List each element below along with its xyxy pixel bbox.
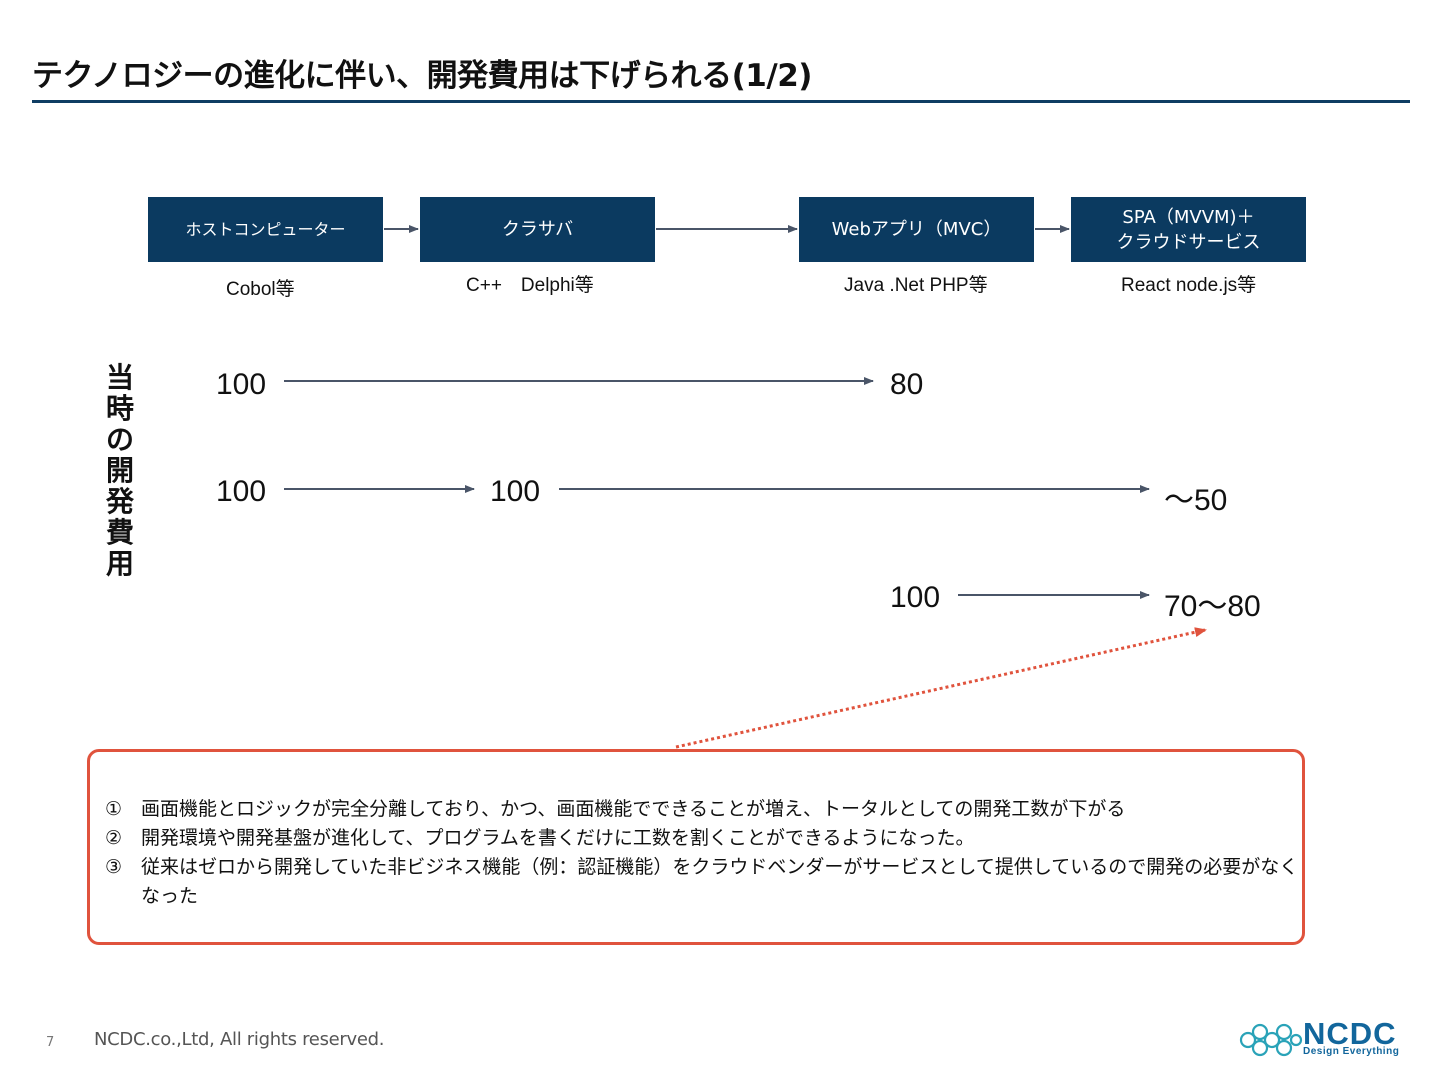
note-text: 画面機能とロジックが完全分離しており、かつ、画面機能でできることが増え、トータル… [141, 798, 1126, 820]
page-number: 7 [46, 1035, 55, 1050]
note-item: ② 開発環境や開発基盤が進化して、プログラムを書くだけに工数を割くことができるよ… [105, 824, 1305, 853]
stage-box-client-server: クラサバ [420, 197, 655, 262]
stage-label-client-server: クラサバ [501, 219, 574, 240]
row2-start-value: 100 [216, 475, 267, 508]
page-title: テクノロジーの進化に伴い、開発費用は下げられる(1/2) [32, 58, 812, 94]
stage-box-spa-cloud: SPA（MVVM)＋ クラウドサービス [1071, 197, 1306, 262]
note-item: ③ 従来はゼロから開発していた非ビジネス機能（例：認証機能）をクラウドベンダーが… [105, 853, 1305, 911]
stage-tech-spa-cloud: React node.js等 [1121, 275, 1257, 296]
stage-box-host: ホストコンピューター [148, 197, 383, 262]
note-item: ① 画面機能とロジックが完全分離しており、かつ、画面機能でできることが増え、トー… [105, 795, 1305, 824]
title-underline [32, 100, 1410, 103]
note-pointer-arrow [675, 627, 1207, 749]
stage-label-spa-line2: クラウドサービス [1116, 231, 1261, 253]
stage-box-web-app: Webアプリ（MVC） [799, 197, 1034, 262]
row1-end-value: 80 [890, 368, 924, 401]
row3-start-value: 100 [890, 581, 941, 614]
ncdc-logo-icon [1239, 1023, 1303, 1057]
stage-tech-host: Cobol等 [226, 279, 295, 300]
row1-start-value: 100 [216, 368, 267, 401]
row2-mid-value: 100 [490, 475, 541, 508]
explanation-list: ① 画面機能とロジックが完全分離しており、かつ、画面機能でできることが増え、トー… [105, 795, 1305, 911]
vertical-cost-label: 当時の開発費用 [105, 361, 134, 580]
stage-tech-web-app: Java .Net PHP等 [844, 275, 988, 296]
logo-name: NCDC [1303, 1016, 1397, 1051]
explanation-box [87, 749, 1305, 945]
note-marker: ② [105, 827, 123, 849]
stage-tech-client-server: C++ Delphi等 [466, 275, 594, 296]
note-marker: ① [105, 798, 123, 820]
copyright-text: NCDC.co.,Ltd, All rights reserved. [94, 1029, 385, 1050]
note-text: 開発環境や開発基盤が進化して、プログラムを書くだけに工数を割くことができるように… [141, 827, 975, 849]
note-text: 従来はゼロから開発していた非ビジネス機能（例：認証機能）をクラウドベンダーがサー… [141, 856, 1299, 907]
stage-label-spa-line1: SPA（MVVM)＋ [1122, 206, 1255, 228]
row3-end-value: 70〜80 [1164, 590, 1261, 623]
stage-label-web-app: Webアプリ（MVC） [831, 219, 1002, 240]
logo-tagline: Design Everything [1303, 1046, 1400, 1057]
stage-label-host: ホストコンピューター [185, 220, 346, 239]
row2-end-value: 〜50 [1164, 484, 1228, 517]
note-marker: ③ [105, 856, 123, 878]
